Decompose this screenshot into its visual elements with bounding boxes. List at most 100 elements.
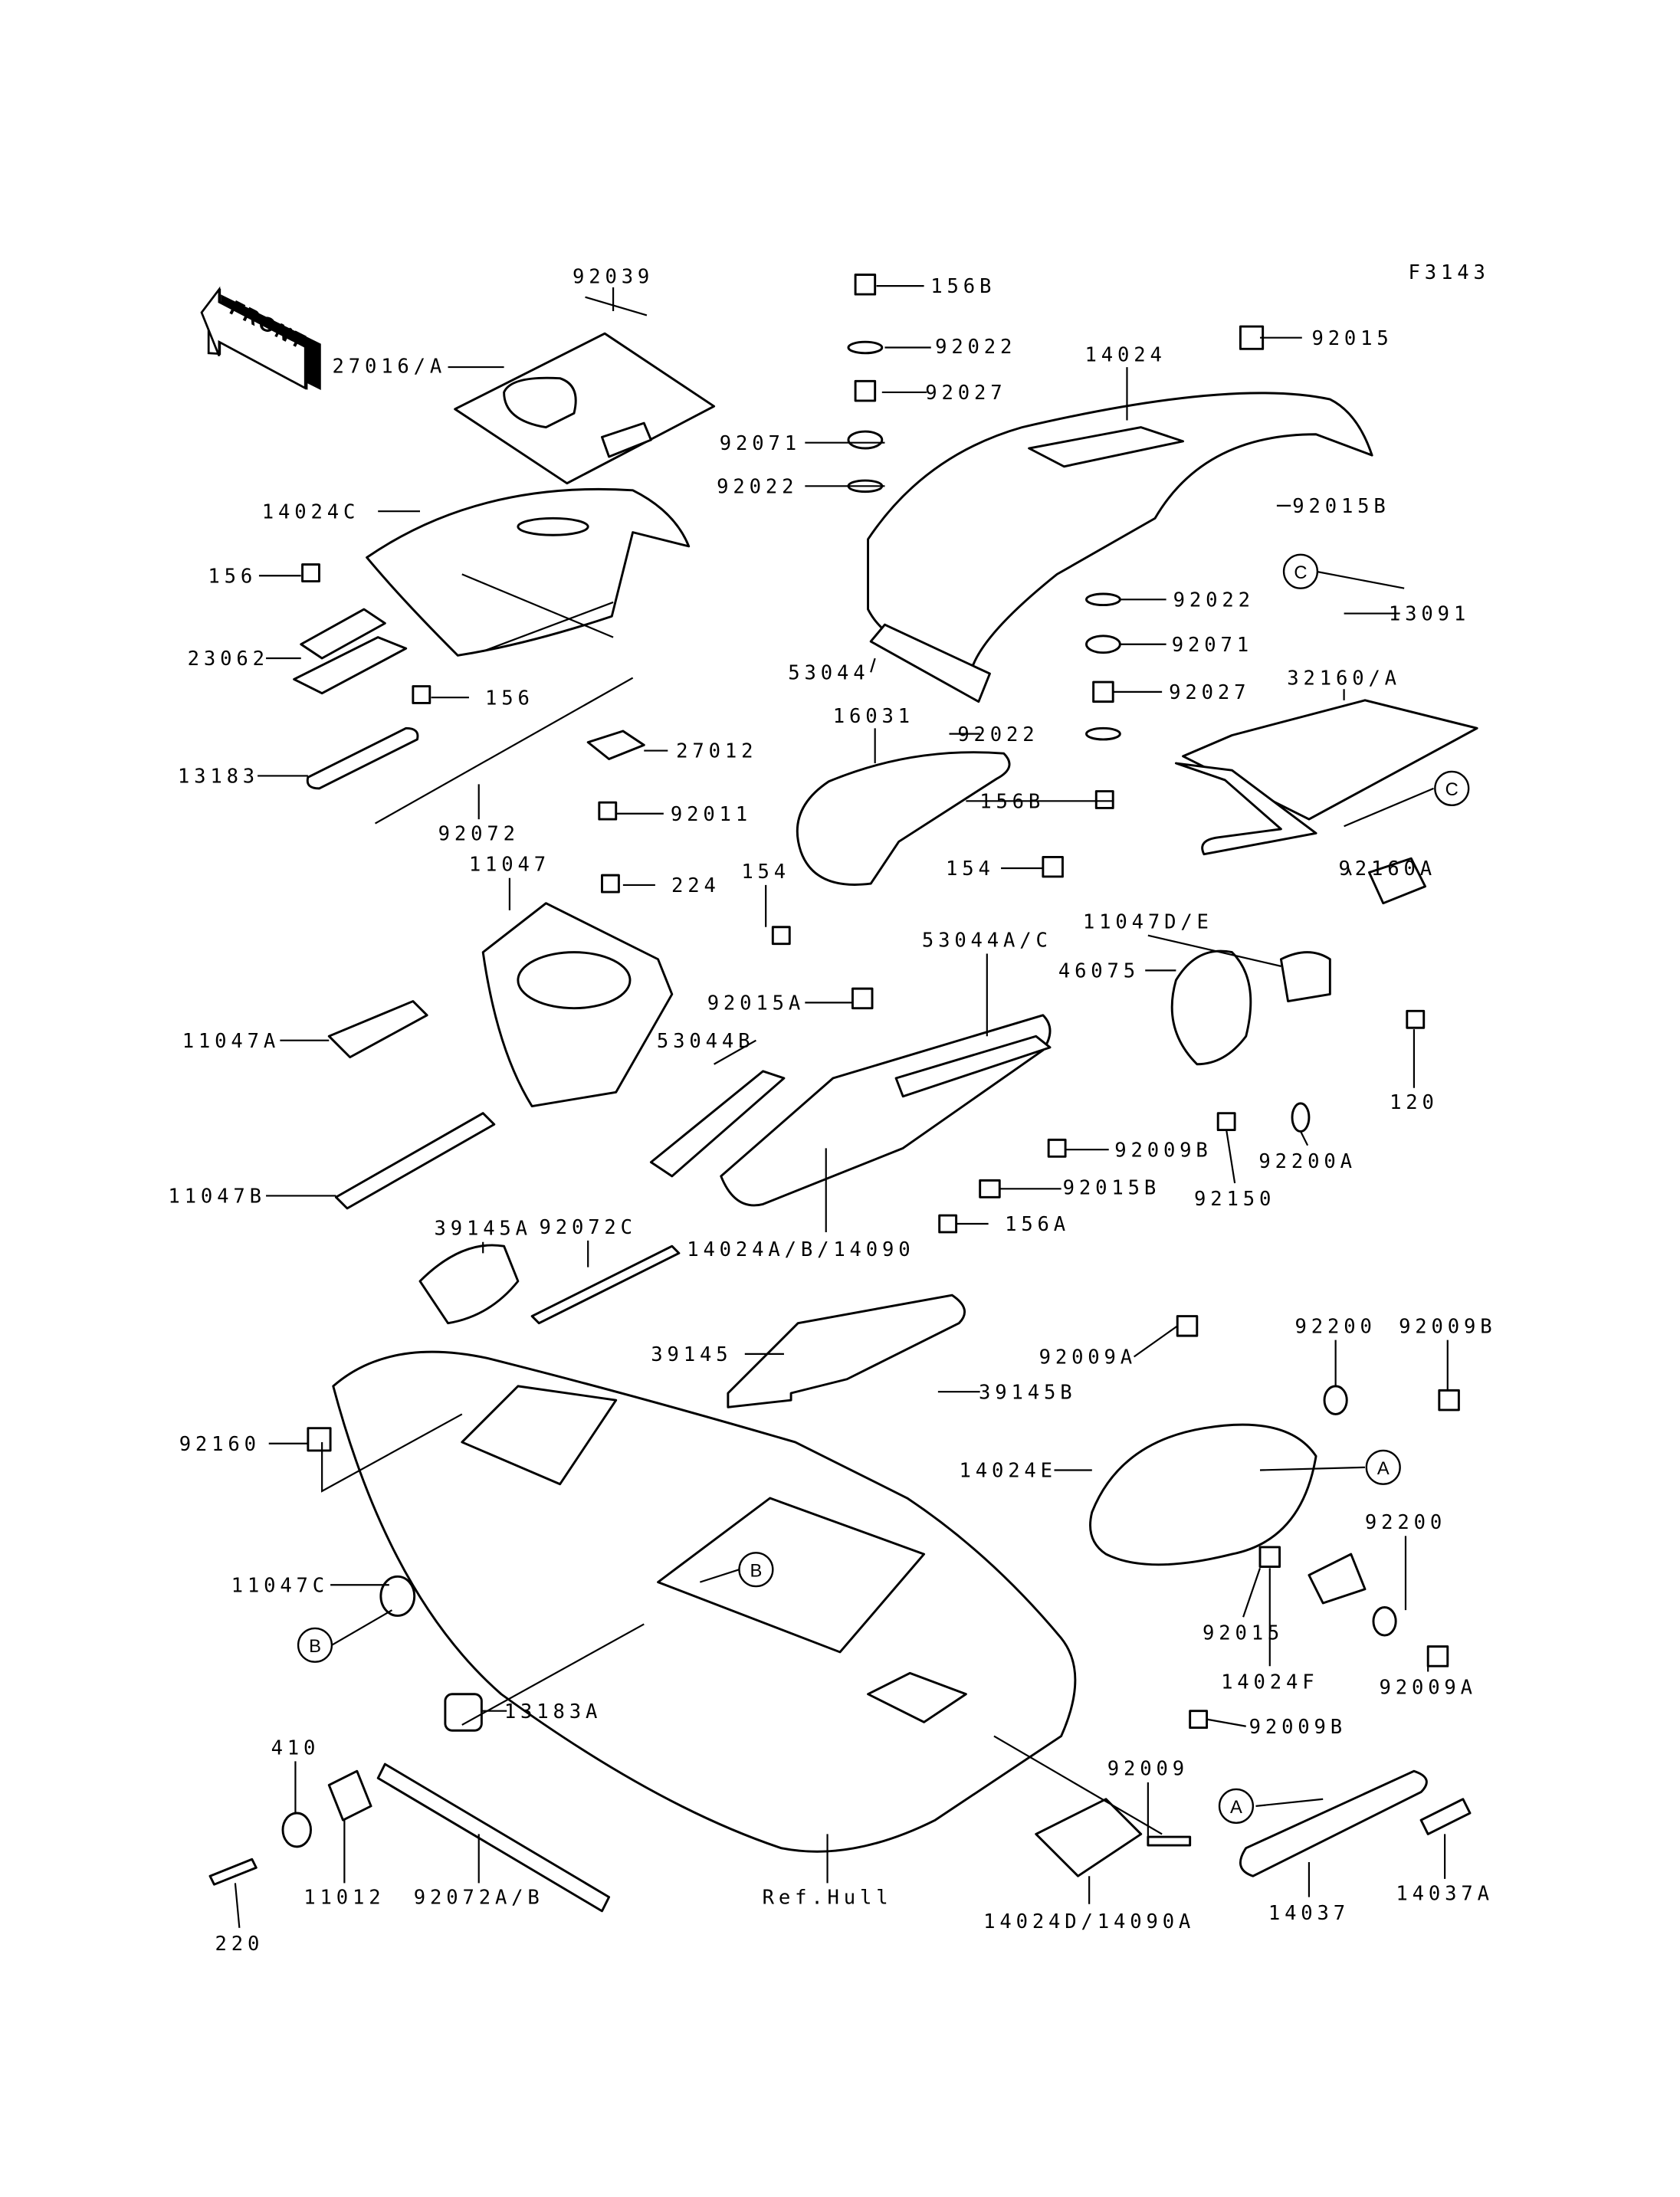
part-11012 <box>327 1769 372 1822</box>
part-label: 156 <box>208 565 257 588</box>
part-label: 92072 <box>438 822 520 845</box>
part-label: 92027 <box>1169 681 1250 704</box>
callout-b-1: B <box>738 1552 774 1588</box>
part-label: 46075 <box>1058 959 1140 982</box>
part-label: 11047D/E <box>1083 911 1213 934</box>
part-label: 32160/A <box>1287 667 1401 690</box>
part-label: 53044 <box>788 661 869 684</box>
part-92072A <box>376 1763 611 1913</box>
part-label: 27016/A <box>332 355 446 378</box>
part-14024E <box>1089 1423 1317 1566</box>
part-13183 <box>306 726 419 790</box>
part-label: 92009 <box>1107 1758 1189 1781</box>
part-label: 92200 <box>1295 1315 1376 1338</box>
part-label: 92009B <box>1114 1139 1212 1162</box>
part-label: 14037 <box>1268 1902 1350 1925</box>
callout-c-1: C <box>1282 553 1319 589</box>
part-410 <box>281 1812 312 1848</box>
part-label: 220 <box>215 1933 264 1956</box>
part-label: 14024D/14090A <box>983 1910 1195 1933</box>
part-label: Ref.Hull <box>763 1887 893 1910</box>
part-label: 53044B <box>657 1030 754 1053</box>
part-label: 11047C <box>231 1574 329 1597</box>
part-label: 39145B <box>979 1381 1076 1404</box>
part-46075 <box>1170 949 1252 1066</box>
callout-c-2: C <box>1434 770 1470 807</box>
part-label: 92071 <box>1172 634 1253 657</box>
part-label: 156B <box>979 790 1045 813</box>
part-label: 120 <box>1390 1091 1439 1114</box>
part-label: 92160 <box>179 1433 261 1456</box>
part-label: 13183A <box>504 1700 602 1723</box>
part-label: 14024 <box>1085 344 1166 367</box>
leader-lines <box>234 285 1449 1928</box>
part-label: 92009A <box>1039 1346 1137 1369</box>
part-32160 <box>1182 699 1478 821</box>
part-label: 11047B <box>168 1185 265 1208</box>
part-label: 92160A <box>1339 857 1436 880</box>
part-label: 92022 <box>935 336 1016 359</box>
part-14024F <box>1308 1553 1367 1605</box>
part-label: 11047A <box>182 1030 280 1053</box>
part-labels: 92039 27016/A 156B 92022 92027 14024 920… <box>168 265 1496 1956</box>
part-label: 92022 <box>957 723 1039 746</box>
part-14037 <box>1239 1769 1428 1877</box>
part-label: 410 <box>271 1736 320 1759</box>
part-label: 154 <box>946 857 995 880</box>
svg-text:A: A <box>1230 1798 1242 1818</box>
part-label: 14024F <box>1221 1671 1318 1694</box>
part-label: 14037A <box>1396 1882 1493 1905</box>
part-220 <box>208 1858 258 1886</box>
part-label: 13091 <box>1389 603 1470 626</box>
part-label: 92009B <box>1249 1716 1347 1739</box>
part-label: 154 <box>741 861 790 884</box>
part-label: 92009A <box>1379 1677 1476 1700</box>
part-label: 92150 <box>1194 1188 1275 1211</box>
part-label: 92009B <box>1399 1315 1496 1338</box>
part-27016 <box>454 332 716 485</box>
figure-code: F3143 <box>1409 261 1490 284</box>
part-label: 23062 <box>188 648 269 671</box>
part-label: 156B <box>930 275 996 298</box>
part-label: 14024E <box>959 1460 1056 1483</box>
part-label: 92015 <box>1311 327 1393 350</box>
part-label: 14024A/B/14090 <box>687 1238 914 1261</box>
part-label: 92015 <box>1203 1622 1284 1645</box>
part-14024A <box>720 1014 1052 1207</box>
hull <box>332 1350 1077 1853</box>
part-label: 92015B <box>1292 495 1390 518</box>
part-label: 92071 <box>720 432 801 455</box>
part-14024D <box>1035 1798 1143 1877</box>
svg-text:B: B <box>750 1561 762 1581</box>
svg-text:B: B <box>309 1637 321 1657</box>
part-label: 92027 <box>925 382 1006 405</box>
part-label: 16031 <box>833 705 914 728</box>
part-label: 92039 <box>573 265 654 288</box>
callout-a-1: A <box>1365 1449 1401 1485</box>
part-label: 92200A <box>1258 1150 1356 1173</box>
part-11047B <box>334 1112 496 1210</box>
part-39145 <box>727 1294 966 1408</box>
part-label: 53044A/C <box>922 929 1052 952</box>
part-14024 <box>867 392 1373 667</box>
part-53044A <box>894 1035 1052 1098</box>
part-23062 <box>293 608 408 695</box>
part-label: 27012 <box>676 740 757 763</box>
svg-text:A: A <box>1377 1459 1390 1479</box>
part-label: 11012 <box>304 1887 385 1910</box>
part-14024C <box>366 487 691 657</box>
callout-b-2: B <box>297 1627 333 1663</box>
part-53044 <box>869 623 991 703</box>
part-label: 92022 <box>1173 589 1255 612</box>
part-label: 92015A <box>707 992 805 1015</box>
part-label: 92022 <box>717 475 798 498</box>
callout-circles: C C A B B A <box>297 553 1470 1824</box>
parts <box>208 274 1478 1913</box>
part-label: 92011 <box>671 803 752 826</box>
part-11047A <box>327 1000 428 1059</box>
part-label: 14024C <box>262 500 359 523</box>
part-label: 92015B <box>1063 1177 1160 1200</box>
part-label: 11047 <box>469 854 550 877</box>
part-16031 <box>796 751 1011 886</box>
